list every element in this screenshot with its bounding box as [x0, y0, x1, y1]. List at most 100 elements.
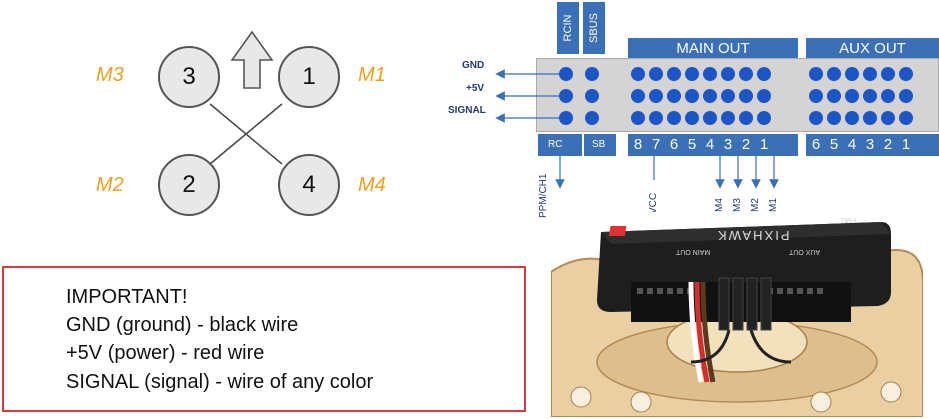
- warning-signal-line: SIGNAL (signal) - wire of any color: [66, 371, 374, 393]
- aux-number-strip: [806, 134, 939, 156]
- header-pin: [757, 89, 771, 103]
- header-pin: [667, 111, 681, 125]
- warning-title: IMPORTANT!: [66, 286, 188, 308]
- channel-number: 5: [829, 136, 839, 153]
- forward-arrow-icon: [230, 30, 274, 89]
- signal-label: SIGNAL: [448, 105, 486, 116]
- channel-number: 5: [687, 136, 697, 153]
- motor-number: 2: [182, 171, 196, 198]
- main-number-strip: [628, 134, 798, 156]
- motor-label-m3: M3: [96, 64, 124, 86]
- channel-number: 1: [901, 136, 911, 153]
- channel-number: 1: [759, 136, 769, 153]
- header-pin: [721, 111, 735, 125]
- header-pin: [721, 89, 735, 103]
- motor-number: 1: [302, 63, 316, 90]
- header-pin: [649, 67, 663, 81]
- header-pin: [585, 89, 599, 103]
- channel-number: 7: [651, 136, 661, 153]
- warning-gnd-line: GND (ground) - black wire: [66, 314, 299, 336]
- header-pin: [739, 111, 753, 125]
- header-pin: [649, 111, 663, 125]
- channel-number: 3: [865, 136, 875, 153]
- photo-aux-out-text: AUX OUT: [789, 248, 821, 255]
- rcin-header: RCIN: [557, 2, 579, 54]
- header-pin: [809, 111, 823, 125]
- m1-wire-label: M1: [768, 198, 779, 212]
- motor-number: 3: [182, 63, 196, 90]
- photo-brand-text: PIXHAWK: [716, 228, 790, 243]
- main-out-header: MAIN OUT: [628, 38, 798, 58]
- header-pin: [739, 67, 753, 81]
- header-pin: [631, 111, 645, 125]
- header-pin: [899, 89, 913, 103]
- important-warning-box: IMPORTANT! GND (ground) - black wire +5V…: [2, 266, 526, 412]
- header-pin: [899, 67, 913, 81]
- header-pin: [739, 89, 753, 103]
- header-pin: [649, 89, 663, 103]
- sbus-header: SBUS: [583, 2, 605, 54]
- motor-label-m2: M2: [96, 174, 124, 196]
- header-pin: [881, 67, 895, 81]
- header-pin: [827, 111, 841, 125]
- header-pin: [845, 67, 859, 81]
- motor-1: 1: [278, 46, 340, 108]
- motor-label-m1: M1: [358, 64, 386, 86]
- header-pin: [809, 67, 823, 81]
- header-pin: [559, 111, 573, 125]
- header-pin: [845, 89, 859, 103]
- header-pin: [881, 111, 895, 125]
- channel-number: 6: [811, 136, 821, 153]
- ppm-ch1-label: PPM/CH1: [538, 173, 549, 218]
- board-pins-and-wires: [495, 67, 913, 189]
- motor-4: 4: [278, 154, 340, 216]
- header-pin: [667, 67, 681, 81]
- motor-number: 4: [302, 171, 316, 198]
- channel-number: 2: [883, 136, 893, 153]
- header-pin: [863, 67, 877, 81]
- header-pin: [631, 89, 645, 103]
- header-pin: [881, 89, 895, 103]
- header-pin: [757, 111, 771, 125]
- motor-label-m4: M4: [358, 174, 386, 196]
- header-pin: [809, 89, 823, 103]
- header-pin: [585, 111, 599, 125]
- photo-main-out-text: MAIN OUT: [676, 248, 711, 255]
- header-pin: [559, 67, 573, 81]
- motor-cross-lines: [209, 30, 283, 165]
- header-pin: [757, 67, 771, 81]
- header-pin: [827, 67, 841, 81]
- header-pin: [863, 89, 877, 103]
- m2-wire-label: M2: [750, 198, 761, 212]
- plus5v-label: +5V: [466, 83, 485, 94]
- motor-3: 3: [158, 46, 220, 108]
- header-pin: [667, 89, 681, 103]
- photo-fmu-text: FMU: [841, 216, 857, 223]
- header-pin: [703, 67, 717, 81]
- vcc-label: VCC: [648, 192, 659, 214]
- header-pin: [585, 67, 599, 81]
- header-pin: [845, 111, 859, 125]
- channel-number: 3: [723, 136, 733, 153]
- channel-number: 4: [847, 136, 857, 153]
- channel-number: 2: [741, 136, 751, 153]
- header-pin: [899, 111, 913, 125]
- header-pin: [631, 67, 645, 81]
- channel-number: 6: [669, 136, 679, 153]
- channel-number: 4: [705, 136, 715, 153]
- aux-out-header: AUX OUT: [806, 38, 939, 58]
- header-pin: [863, 111, 877, 125]
- header-pin: [721, 67, 735, 81]
- header-pin: [703, 111, 717, 125]
- warning-5v-line: +5V (power) - red wire: [66, 342, 265, 364]
- header-pin: [685, 67, 699, 81]
- header-pin: [703, 89, 717, 103]
- header-pin: [559, 89, 573, 103]
- sb-strip: SB: [584, 134, 616, 156]
- gnd-label: GND: [462, 60, 485, 71]
- motor-2: 2: [158, 154, 220, 216]
- header-pin: [827, 89, 841, 103]
- m3-wire-label: M3: [732, 198, 743, 212]
- rc-strip: RC: [538, 134, 582, 156]
- header-pin: [685, 89, 699, 103]
